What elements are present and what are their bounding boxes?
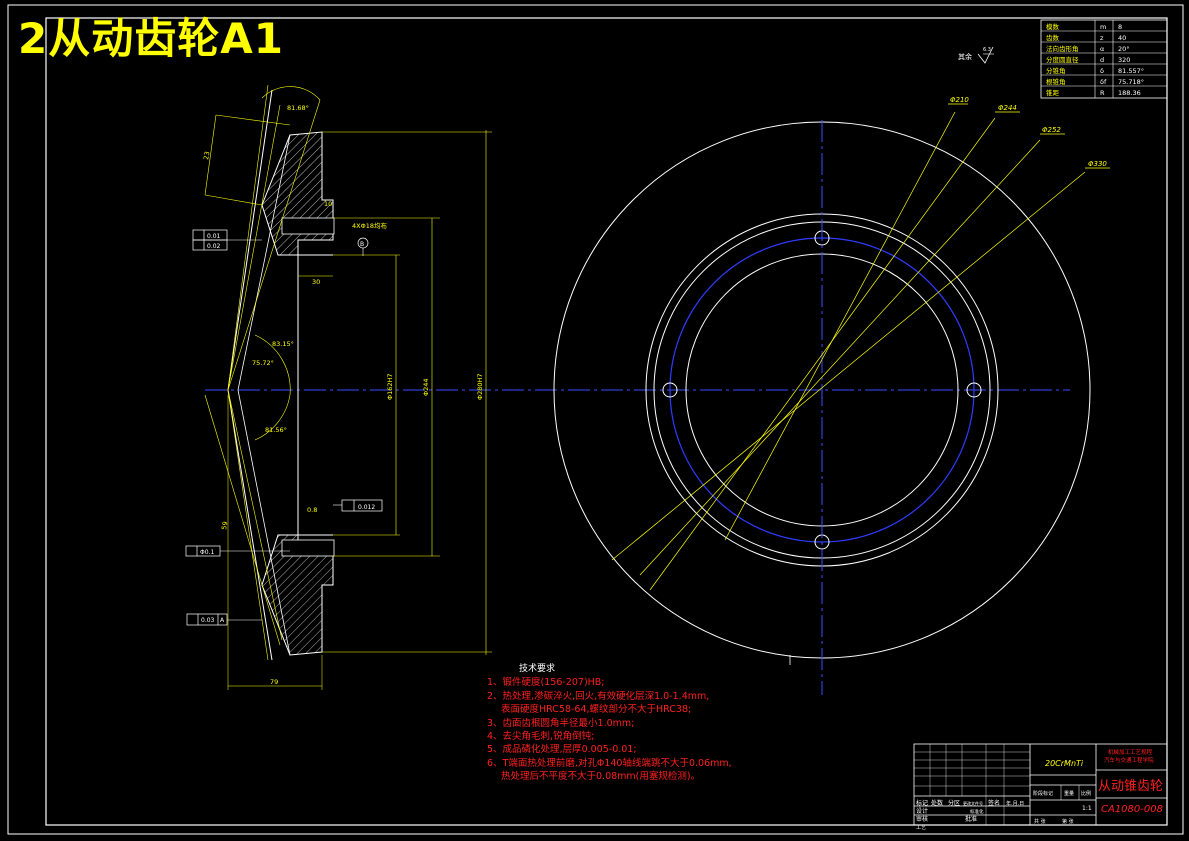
front-d3: Φ252 (1042, 126, 1061, 134)
front-d4: Φ330 (1088, 160, 1107, 168)
param-label-3: 分度圆直径 (1046, 55, 1079, 64)
tb-label-design: 设计 (916, 807, 928, 815)
param-label-0: 模数 (1046, 22, 1060, 31)
tol-b: 0.012 (358, 504, 375, 511)
tech-req-line: 5、成品磷化处理,层厚0.005-0.01; (487, 744, 637, 756)
tol-d: Φ0.1 (200, 549, 214, 556)
dim-d2: Φ244 (422, 378, 430, 396)
param-sym-4: δ (1100, 67, 1104, 75)
tech-req-line: 3、齿面齿根圆角半径最小1.0mm; (487, 717, 635, 729)
tb-drawing-no: CA1080-008 (1101, 804, 1163, 815)
dim-angle-low: 81.56° (265, 426, 287, 434)
tb-part-name: 从动锥齿轮 (1098, 779, 1163, 794)
tech-req-line: 表面硬度HRC58-64,螺纹部分不大于HRC38; (501, 704, 692, 716)
param-value-4: 81.557° (1118, 67, 1144, 75)
param-sym-5: δf (1100, 78, 1107, 86)
param-value-0: 8 (1118, 23, 1122, 31)
tb-label-stage: 阶段标记 (1033, 790, 1053, 797)
front-d1: Φ210 (950, 96, 969, 104)
tb-label-sheet: 第 张 (1062, 818, 1074, 825)
bolt-hole-left (662, 382, 678, 398)
dim-small: 10 (324, 200, 332, 208)
param-sym-1: z (1100, 34, 1104, 42)
dim-angle-left: 75.72° (252, 359, 274, 367)
param-sym-3: d (1100, 56, 1104, 64)
dim-angle-mid: 83.15° (272, 340, 294, 348)
param-table: 模数 m 8 齿数 z 40 法向齿形角 α 20° 分度圆直径 d 320 分… (1040, 19, 1168, 99)
param-value-1: 40 (1118, 34, 1126, 42)
datum-b-mark: B (357, 237, 369, 256)
tech-req-line: 4、去尖角毛刺,锐角倒钝; (487, 731, 595, 743)
dim-d1: Φ162H7 (386, 373, 394, 400)
dim-hole: 4XΦ18均布 (352, 221, 387, 230)
tol-c: 0.03 (201, 617, 215, 624)
sheet-title: 2从动齿轮A1 (18, 14, 284, 63)
dim-30: 30 (312, 278, 320, 286)
param-value-6: 188.36 (1118, 89, 1141, 97)
tb-label-count: 处数 (931, 799, 943, 807)
tb-label-weight: 重量 (1064, 790, 1074, 797)
tb-school2: 汽车与交通工程学院 (1104, 756, 1154, 764)
tb-label-total: 共 张 (1034, 818, 1046, 825)
dim-bottom: 79 (270, 678, 278, 686)
technical-requirements: 技术要求 1、锻件硬度(156-207)HB; 2、热处理,渗碳淬火,回火,有效… (487, 663, 732, 784)
bolt-hole-right (966, 382, 982, 398)
tb-scale: 1:1 (1082, 805, 1092, 812)
roughness-value: 6.3 (983, 47, 991, 53)
tech-req-heading: 技术要求 (519, 664, 556, 674)
param-sym-6: R (1100, 89, 1105, 97)
tech-req-line: 1、锻件硬度(156-207)HB; (487, 677, 605, 689)
tb-label-process: 工艺 (916, 825, 926, 831)
dim-top: 23 (202, 151, 211, 161)
param-label-5: 根锥角 (1046, 77, 1066, 86)
dim-angle-top: 81.68° (287, 104, 309, 112)
tol-runout: 0.01 (207, 233, 221, 240)
tb-label-sign: 签名 (988, 799, 1000, 807)
datum-a: A (220, 617, 225, 624)
tb-label-mark: 标记 (916, 799, 928, 807)
tech-req-line: 6、T端面热处理前磨,对孔Φ140轴线端跳不大于0.06mm, (487, 757, 732, 769)
tb-label-docno: 更改文件号 (963, 800, 983, 806)
tech-req-line: 热处理后不平度不大于0.08mm(用塞规检测)。 (501, 771, 701, 783)
tb-school: 机械加工工艺规程 (1108, 748, 1153, 756)
param-value-3: 320 (1118, 56, 1130, 64)
tb-label-scale: 比例 (1081, 790, 1091, 797)
dim-side: 59 (220, 521, 229, 531)
param-sym-0: m (1100, 23, 1106, 31)
tb-label-review: 审核 (916, 815, 928, 823)
dim-chamfer: 0.8 (307, 506, 317, 514)
section-view: 81.68° 83.15° 75.72° 81.56° 23 10 4XΦ18均… (185, 84, 1070, 690)
sheet-border-outer (7, 4, 1184, 835)
tolerance-frames: 0.01 0.02 0.012 Φ0.1 0.03 A (185, 229, 383, 626)
tb-label-date: 年.月.日 (1006, 800, 1024, 807)
tb-label-approve: 批准 (965, 815, 977, 823)
tol-flat: 0.02 (207, 243, 221, 250)
tb-label-zone: 分区 (948, 799, 960, 807)
front-view: Φ210 Φ244 Φ252 Φ330 (553, 96, 1110, 695)
param-label-2: 法向齿形角 (1046, 44, 1079, 53)
param-label-1: 齿数 (1046, 33, 1060, 42)
dim-d3: Φ280H7 (476, 373, 484, 400)
roughness-remainder: 其余 6.3 (958, 46, 994, 64)
param-label-6: 锥距 (1046, 88, 1060, 97)
roughness-remainder-label: 其余 (958, 52, 972, 61)
section-hatch-upper (261, 131, 334, 256)
datum-b: B (360, 241, 364, 248)
param-label-4: 分锥角 (1046, 66, 1066, 75)
param-value-2: 20° (1118, 45, 1130, 53)
param-sym-2: α (1100, 45, 1104, 53)
tech-req-line: 2、热处理,渗碳淬火,回火,有效硬化层深1.0-1.4mm, (487, 690, 710, 702)
front-d2: Φ244 (998, 104, 1017, 112)
param-value-5: 75.718° (1118, 78, 1144, 86)
title-block (913, 743, 1168, 826)
sheet-border-inner (45, 17, 1168, 826)
tb-material: 20CrMnTi (1045, 759, 1084, 768)
tb-label-std: 标准化 (970, 808, 984, 815)
